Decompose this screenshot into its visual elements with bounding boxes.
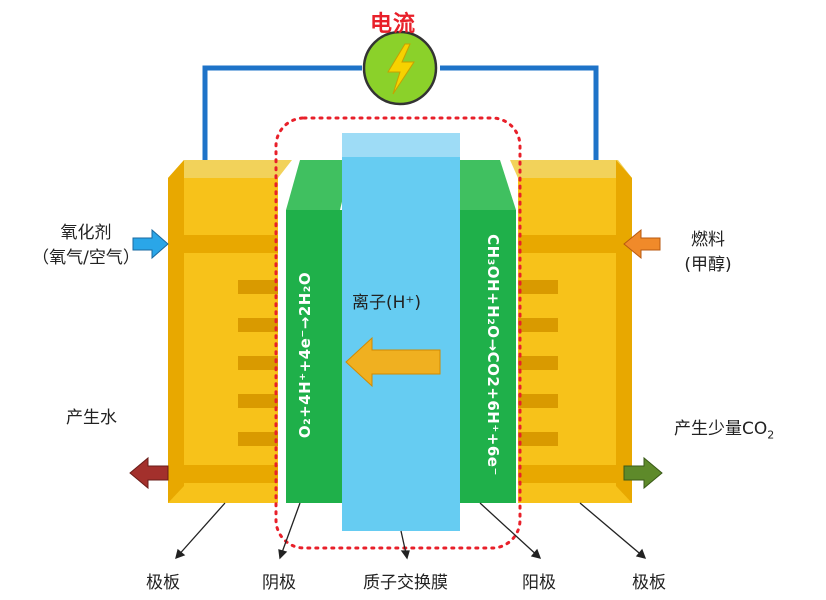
bottom-label-anode: 阳极 <box>522 573 556 593</box>
co2-label: 产生少量CO2 <box>674 414 774 441</box>
co2-outlet-arrow <box>623 456 663 490</box>
right-plate <box>510 160 632 503</box>
proton-exchange-membrane <box>342 133 460 531</box>
cathode-electrode <box>286 160 352 503</box>
cathode-reaction: O₂+4H⁺+4e⁻→2H₂O <box>296 271 314 439</box>
co2-subscript: 2 <box>767 428 775 442</box>
anode-electrode <box>460 160 516 503</box>
oxidant-inlet-arrow <box>132 228 169 260</box>
fuel-label: 燃料 (甲醇) <box>668 225 748 275</box>
dotted-boundary <box>274 116 522 550</box>
fuel-label-line2: (甲醇) <box>684 255 732 275</box>
co2-label-text: 产生少量CO <box>674 419 768 439</box>
oxidant-label: 氧化剂 （氧气/空气） <box>22 218 150 268</box>
bottom-label-cathode: 阴极 <box>262 573 296 593</box>
bottom-label-plate-right: 极板 <box>632 573 666 593</box>
anode-reaction: CH₃OH+H₂O→CO2+6H⁺+6e⁻ <box>484 234 502 476</box>
current-title: 电流 <box>370 12 417 37</box>
left-plate <box>168 160 292 503</box>
bottom-label-membrane: 质子交换膜 <box>363 573 448 593</box>
water-outlet-arrow <box>129 456 169 490</box>
fuel-inlet-arrow <box>623 228 661 260</box>
bottom-label-plate-left: 极板 <box>146 573 180 593</box>
fuel-label-line1: 燃料 <box>691 230 725 250</box>
lightning-bolt-icon <box>387 43 415 95</box>
oxidant-label-line2: （氧气/空气） <box>32 248 140 268</box>
oxidant-label-line1: 氧化剂 <box>60 223 112 243</box>
ion-label: 离子(H⁺) <box>352 293 422 313</box>
pointer-lines <box>175 502 647 560</box>
ion-flow-arrow <box>345 336 441 388</box>
water-label: 产生水 <box>66 408 117 428</box>
